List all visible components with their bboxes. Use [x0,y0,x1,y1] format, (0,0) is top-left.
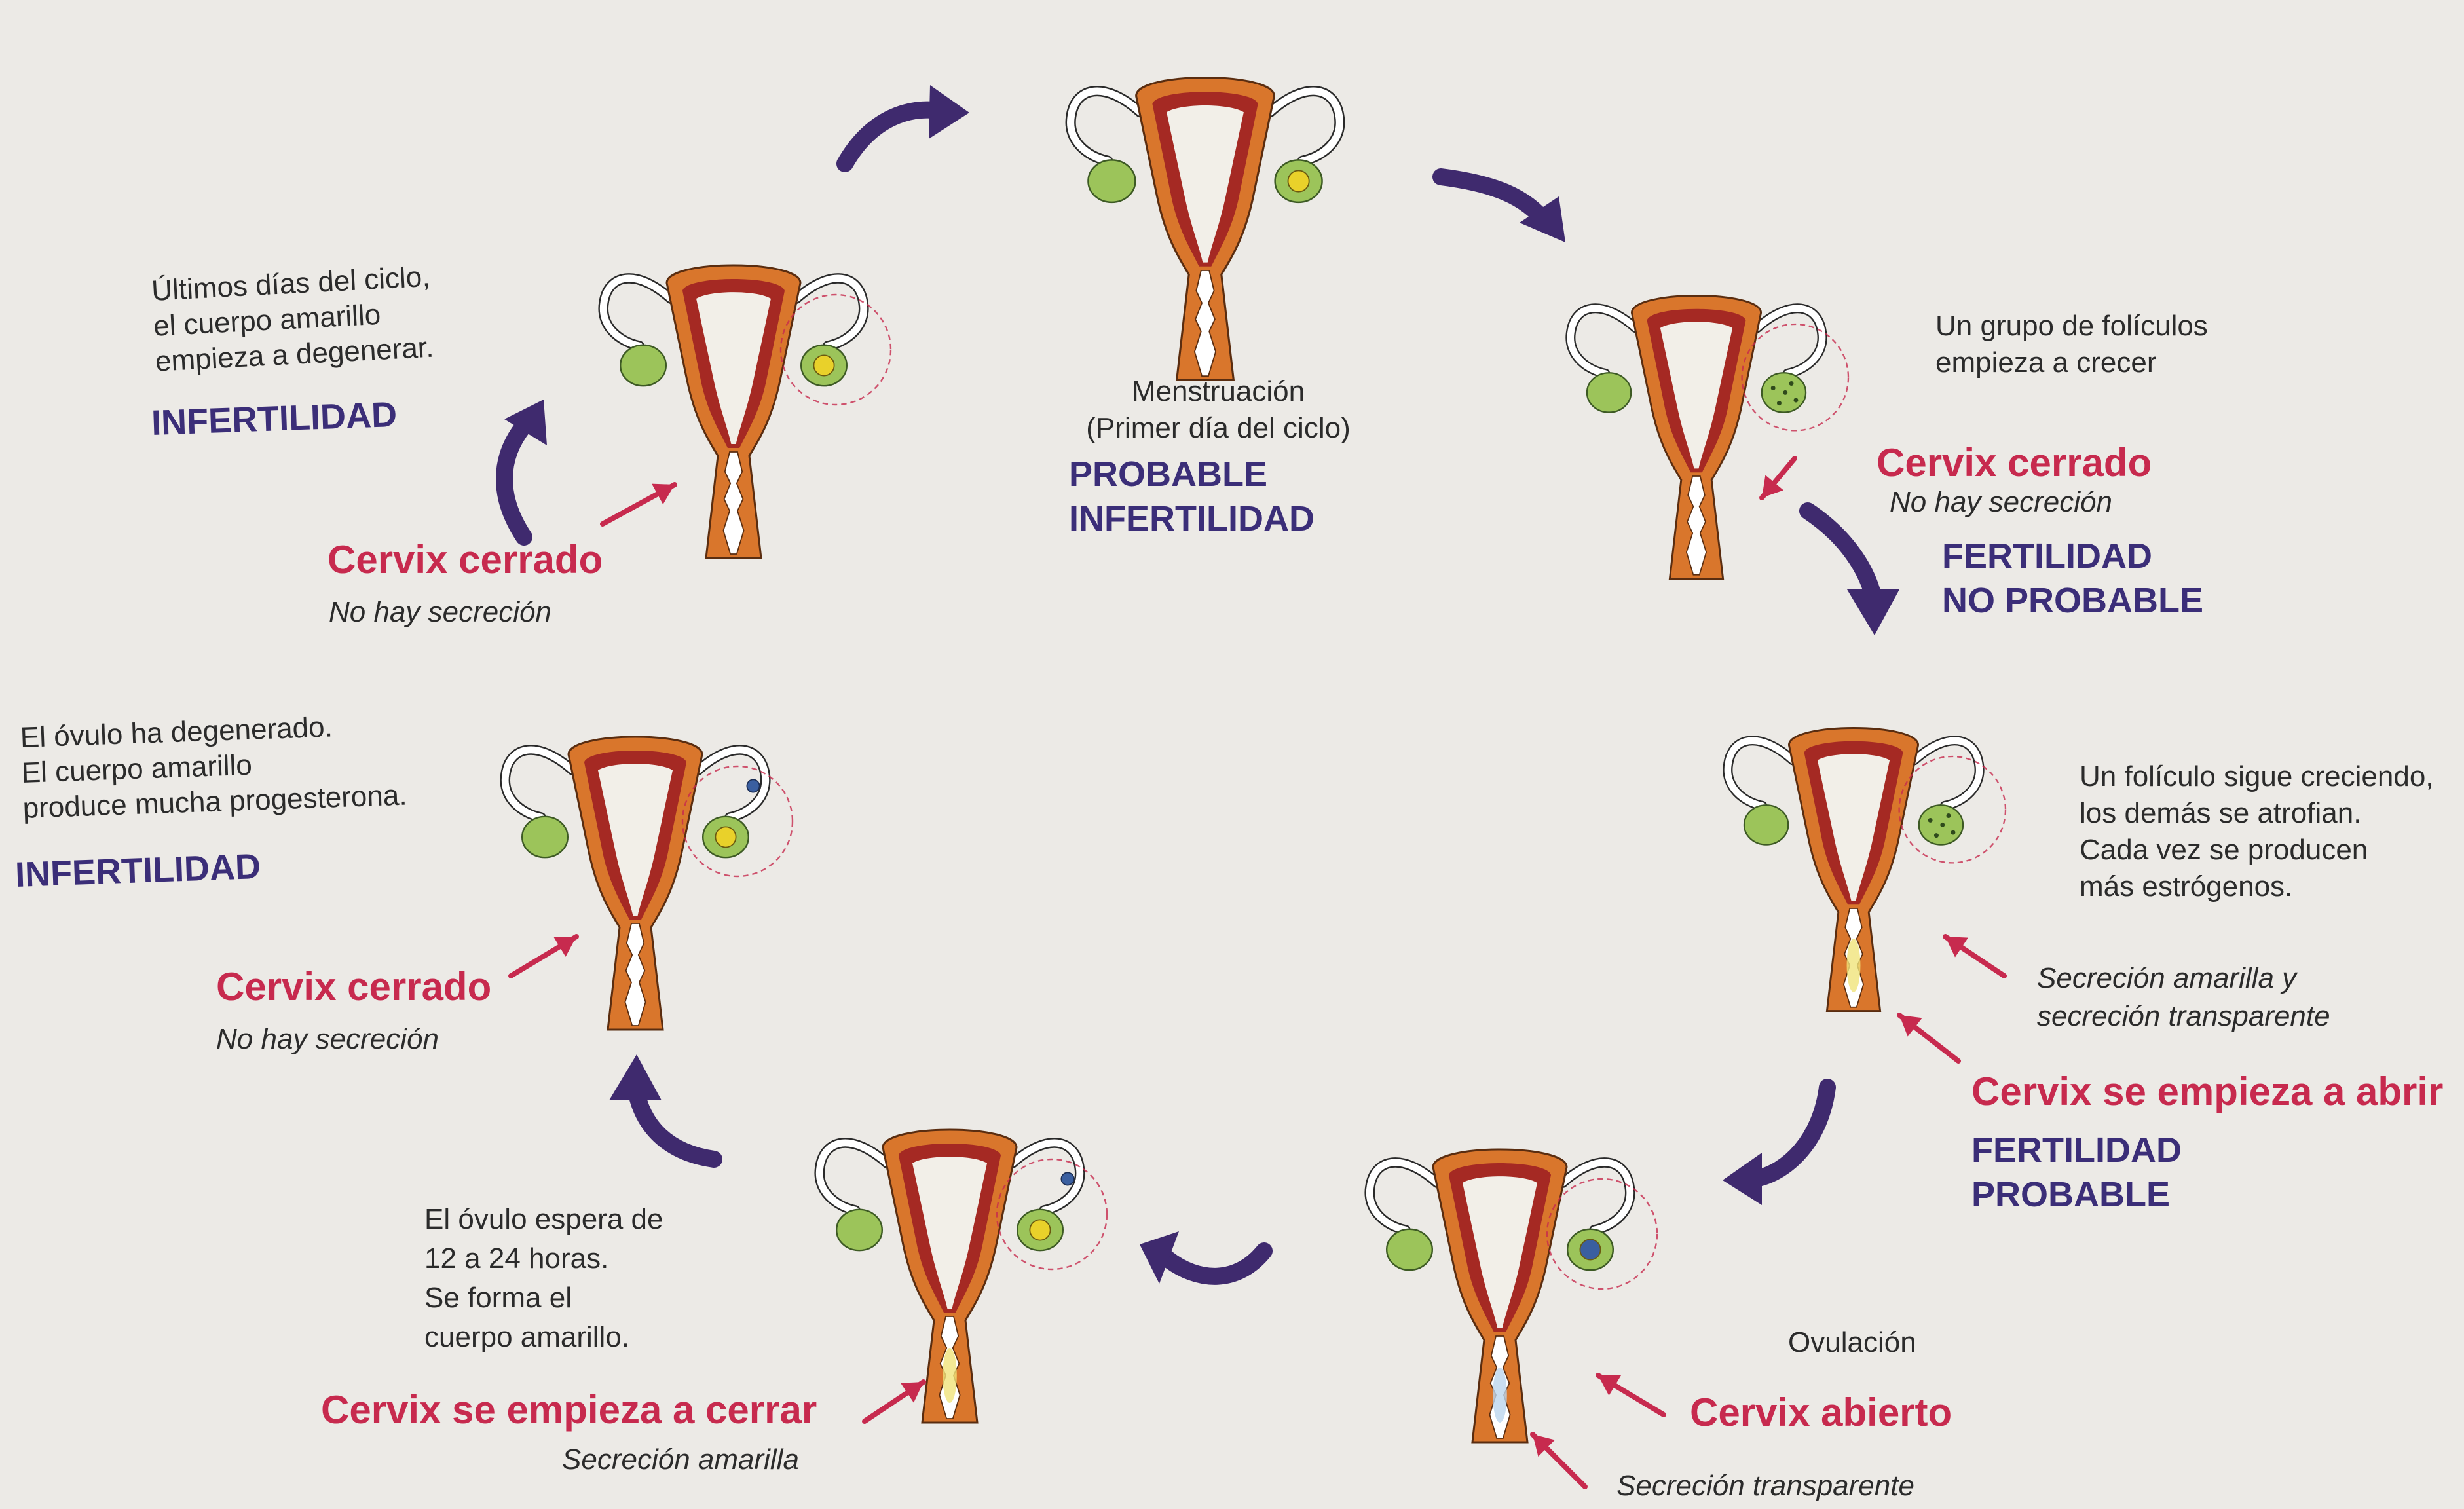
stage-ovulo-espera-description: El óvulo espera de 12 a 24 horas. Se for… [424,1200,663,1357]
stage-foliculos-description: Un grupo de folículos empieza a crecer [1935,308,2208,381]
uterus-foliculo-dominante [1728,728,2006,1011]
cycle-arrow-1-head [929,85,969,139]
follicle [1580,1239,1600,1259]
stage-ovulacion-cervix: Cervix abierto [1690,1390,1952,1435]
cycle-arrow-4 [1755,1087,1827,1179]
stage-degenerado-status: INFERTILIDAD [14,844,261,897]
cervical-canal [1195,270,1216,376]
stage-ultimos-status: INFERTILIDAD [151,392,398,445]
stage-menstruacion-status: PROBABLE INFERTILIDAD [1069,452,1315,541]
cycle-arrow-1 [845,110,943,164]
ovary-left [1587,373,1631,412]
stage-ovulacion-description: Ovulación [1788,1324,1916,1361]
stage-ovulo-espera-secretion: Secreción amarilla [562,1444,799,1476]
stage-ovulacion-secretion: Secreción transparente [1616,1470,1914,1502]
ovary-left [522,817,568,857]
stage-dominante-description: Un folículo sigue creciendo, los demás s… [2080,758,2434,905]
cycle-arrow-3-head [1847,589,1899,635]
cycle-arrow-5 [1166,1251,1264,1276]
ovum [1061,1172,1073,1185]
follicle [1030,1220,1050,1240]
stage-dominante-status: FERTILIDAD PROBABLE [1971,1128,2182,1217]
ovary-left [1744,805,1788,844]
stage-ovulo-espera-cervix: Cervix se empieza a cerrar [321,1387,817,1432]
ovary-left [1088,160,1135,202]
cycle-arrow-3 [1808,511,1873,596]
follicle [813,355,834,375]
uterus-menstruacion [1071,78,1340,381]
uterus-ovulacion [1370,1149,1657,1442]
stage-dominante-cervix: Cervix se empieza a abrir [1971,1069,2443,1114]
uterus-ultimos-dias [603,265,891,558]
cycle-arrow-7 [504,426,524,537]
cervical-canal [625,923,645,1026]
stage-foliculos-status: FERTILIDAD NO PROBABLE [1942,534,2203,623]
cycle-arrow-6-head [609,1054,662,1100]
uterus-foliculos-crecen [1571,296,1848,579]
stage-degenerado-cervix: Cervix cerrado [216,964,491,1009]
stage-ultimos-description: Últimos días del ciclo, el cuerpo amaril… [151,259,435,380]
cervical-canal [1687,476,1706,575]
uterus-ovulo-degenerado [505,737,793,1030]
ovum [747,779,759,792]
stage-degenerado-secretion: No hay secreción [216,1023,439,1056]
cervical-canal [723,452,743,554]
follicle [1288,170,1309,191]
cycle-arrow-4-head [1723,1153,1762,1205]
stage-foliculos-secretion: No hay secreción [1890,486,2112,519]
cervical-secretion [1493,1368,1507,1423]
stage-ultimos-secretion: No hay secreción [329,596,551,629]
uterus-ovulo-espera [819,1130,1107,1423]
stage-ultimos-cervix: Cervix cerrado [327,537,603,582]
stage-dominante-secretion: Secreción amarilla y secreción transpare… [2037,959,2330,1035]
stage-menstruacion-description: Menstruación (Primer día del ciclo) [1048,373,1389,447]
cervical-secretion [943,1348,957,1403]
follicle [715,827,736,847]
ovary-left [1387,1229,1432,1270]
ovary-left [836,1210,882,1250]
cervical-secretion [1847,939,1861,992]
ovary-left [620,345,666,386]
stage-degenerado-description: El óvulo ha degenerado. El cuerpo amaril… [20,707,407,827]
stage-foliculos-cervix: Cervix cerrado [1876,440,2152,485]
